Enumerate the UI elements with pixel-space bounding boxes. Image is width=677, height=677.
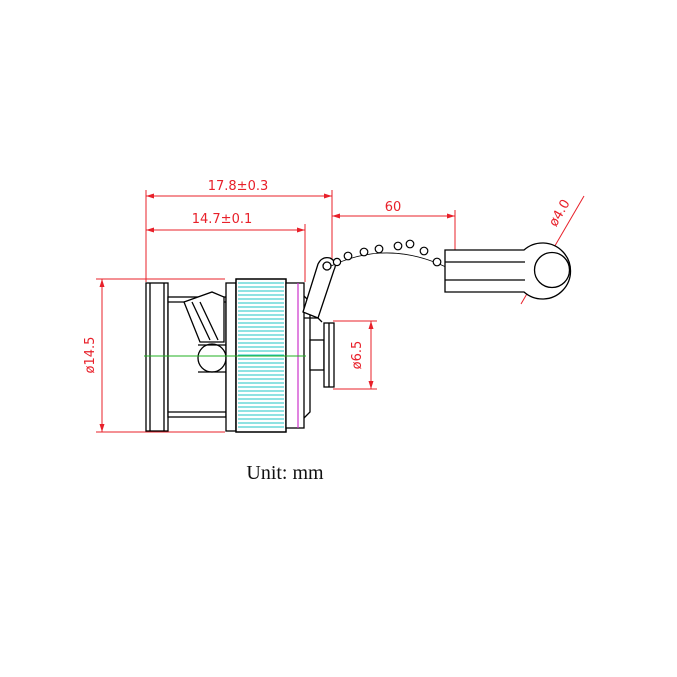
dimension-arrows xyxy=(99,193,455,432)
dimension-cap-diameter: ø6.5 xyxy=(350,341,365,370)
dimension-ring-diameter: ø4.0 xyxy=(546,197,573,229)
dust-cap xyxy=(304,317,335,388)
ball-chain xyxy=(330,239,458,275)
dimension-chain-length: 60 xyxy=(385,200,402,215)
unit-label: Unit: mm xyxy=(246,462,324,484)
ring-terminal xyxy=(444,242,572,300)
dimension-overall-length: 17.8±0.3 xyxy=(208,179,269,194)
chain-anchor-tab xyxy=(302,256,336,319)
dimension-body-length: 14.7±0.1 xyxy=(192,212,253,227)
dimension-body-diameter: ø14.5 xyxy=(83,337,98,374)
connector-body xyxy=(145,282,237,432)
